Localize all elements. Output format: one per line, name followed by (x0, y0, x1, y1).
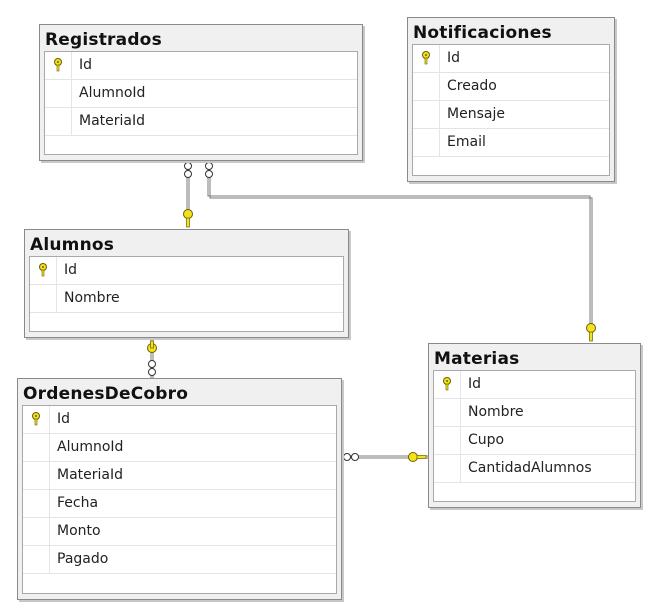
column-row-pagado[interactable]: Pagado (23, 546, 336, 574)
column-name: Id (64, 262, 78, 278)
column-row-fecha[interactable]: Fecha (23, 490, 336, 518)
column-name: Id (468, 376, 482, 392)
column-row-materiaid[interactable]: MateriaId (23, 462, 336, 490)
table-materias[interactable]: Materias Id Nombre Cupo CantidadAlumnos (428, 343, 641, 508)
key-end-icon (147, 340, 157, 353)
many-end-icon (184, 162, 192, 178)
column-list: Id AlumnoId MateriaId Fecha Monto Pagado (22, 405, 337, 594)
column-row-id[interactable]: Id (434, 371, 635, 399)
column-name: AlumnoId (57, 439, 124, 455)
table-title: Materias (434, 349, 520, 369)
column-name: Monto (57, 523, 101, 539)
table-notificaciones[interactable]: Notificaciones Id Creado Mensaje Email (407, 17, 615, 182)
table-title: OrdenesDeCobro (23, 384, 189, 404)
column-name: Id (79, 57, 93, 73)
column-list: Id Nombre (29, 256, 344, 332)
table-alumnos[interactable]: Alumnos Id Nombre (24, 229, 349, 338)
key-icon (32, 412, 40, 426)
table-title: Registrados (45, 30, 162, 50)
column-name: Nombre (64, 290, 120, 306)
table-title: Alumnos (30, 235, 115, 255)
many-end-icon (205, 162, 213, 178)
table-registrados[interactable]: Registrados Id AlumnoId MateriaId (39, 24, 363, 161)
column-name: Pagado (57, 551, 109, 567)
table-ordenesdecobro[interactable]: OrdenesDeCobro Id AlumnoId MateriaId Fec… (17, 378, 342, 600)
column-list: Id Creado Mensaje Email (412, 44, 610, 176)
column-row-mensaje[interactable]: Mensaje (413, 101, 609, 129)
column-name: AlumnoId (79, 85, 146, 101)
relationship-ordenes-materias[interactable] (342, 452, 428, 462)
table-title: Notificaciones (413, 23, 552, 43)
column-row-id[interactable]: Id (30, 257, 343, 285)
key-icon (443, 377, 451, 391)
column-row-cantidadalumnos[interactable]: CantidadAlumnos (434, 455, 635, 483)
key-end-icon (586, 323, 596, 342)
many-end-icon (343, 453, 359, 461)
column-row-creado[interactable]: Creado (413, 73, 609, 101)
column-name: Creado (447, 78, 497, 94)
column-name: CantidadAlumnos (468, 460, 592, 476)
column-list: Id Nombre Cupo CantidadAlumnos (433, 370, 636, 502)
column-row-cupo[interactable]: Cupo (434, 427, 635, 455)
column-name: Id (447, 50, 461, 66)
column-name: MateriaId (57, 467, 124, 483)
column-row-nombre[interactable]: Nombre (30, 285, 343, 313)
column-name: Nombre (468, 404, 524, 420)
key-end-icon (183, 209, 193, 228)
key-icon (54, 58, 62, 72)
column-row-email[interactable]: Email (413, 129, 609, 157)
key-end-icon (408, 452, 427, 462)
key-icon (39, 263, 47, 277)
column-row-id[interactable]: Id (413, 45, 609, 73)
relationship-alumnos-ordenes[interactable] (147, 338, 157, 378)
column-name: Id (57, 411, 71, 427)
key-icon (422, 51, 430, 65)
column-name: Fecha (57, 495, 99, 511)
column-row-monto[interactable]: Monto (23, 518, 336, 546)
column-row-alumnoid[interactable]: AlumnoId (23, 434, 336, 462)
column-list: Id AlumnoId MateriaId (44, 51, 358, 155)
column-row-nombre[interactable]: Nombre (434, 399, 635, 427)
column-name: Mensaje (447, 106, 505, 122)
many-end-icon (148, 360, 156, 376)
relationship-registrados-materias[interactable] (205, 160, 596, 342)
relationship-registrados-alumnos[interactable] (183, 160, 193, 228)
column-row-materiaid[interactable]: MateriaId (45, 108, 357, 136)
column-name: Cupo (468, 432, 505, 448)
column-row-id[interactable]: Id (45, 52, 357, 80)
column-row-alumnoid[interactable]: AlumnoId (45, 80, 357, 108)
column-name: MateriaId (79, 113, 146, 129)
column-row-id[interactable]: Id (23, 406, 336, 434)
column-name: Email (447, 134, 486, 150)
